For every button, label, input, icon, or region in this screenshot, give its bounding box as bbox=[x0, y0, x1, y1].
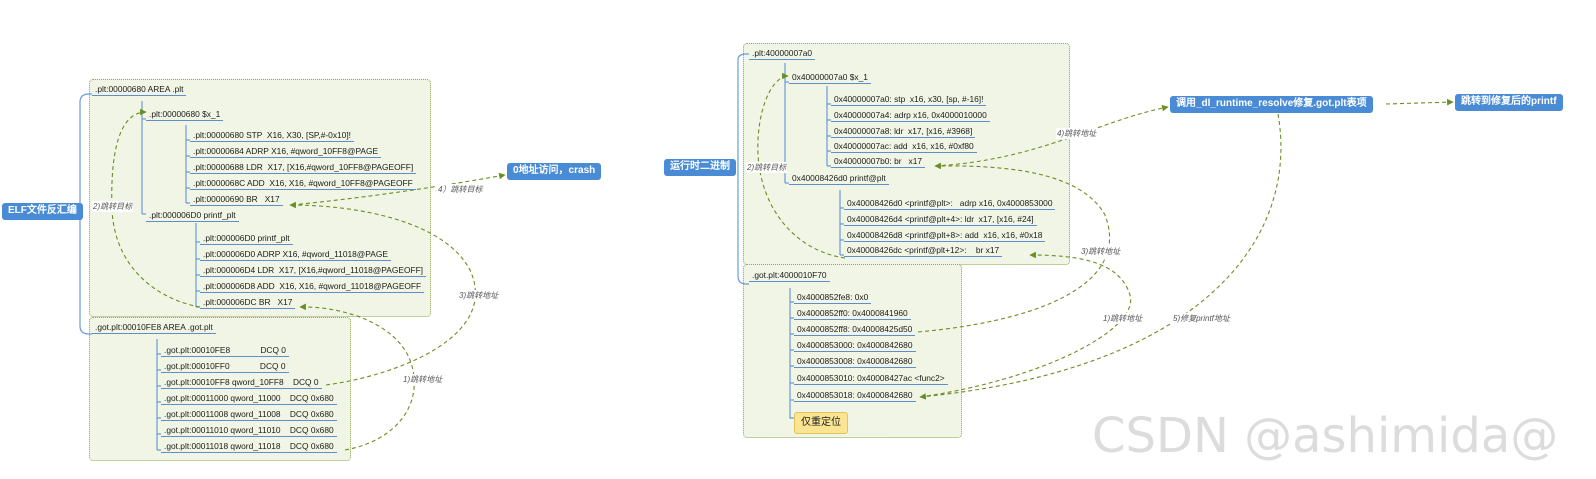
left-x1-item-4: .plt:00000690 BR X17 bbox=[190, 194, 283, 206]
watermark: CSDN @ashimida@ bbox=[1092, 408, 1559, 464]
right-printf-item-2: 0x40008426d8 <printf@plt+8>: add x16, x1… bbox=[844, 230, 1046, 242]
right-got-item-4: 0x4000853008: 0x4000842680 bbox=[794, 356, 916, 368]
left-root-node[interactable]: ELF文件反汇编 bbox=[2, 203, 83, 220]
left-edge-label-3: 3)跳转地址 bbox=[458, 290, 500, 301]
right-got-item-6: 0x4000853018: 0x4000842680 bbox=[794, 390, 916, 402]
jump-to-printf-node[interactable]: 跳转到修复后的printf bbox=[1455, 94, 1563, 111]
left-printf-item-4: .plt:000006DC BR X17 bbox=[200, 297, 296, 309]
left-got-header: .got.plt:00010FE8 AREA .got.plt bbox=[92, 322, 216, 334]
left-got-item-2: .got.plt:00010FF8 qword_10FF8 DCQ 0 bbox=[161, 377, 322, 389]
right-edge-label-4: 4)跳转地址 bbox=[1056, 128, 1098, 139]
right-x1-item-3: 0x40000007ac: add x16, x16, #0xf80 bbox=[831, 141, 977, 153]
left-x1-item-2: .plt:00000688 LDR X17, [X16,#qword_10FF8… bbox=[190, 162, 417, 174]
left-x1-header: .plt:00000680 $x_1 bbox=[146, 109, 224, 121]
left-crash-node[interactable]: 0地址访问，crash bbox=[507, 163, 602, 180]
left-plt-header: .plt:00000680 AREA .plt bbox=[92, 84, 187, 96]
left-got-item-4: .got.plt:00011008 qword_11008 DCQ 0x680 bbox=[161, 409, 337, 421]
left-printf-item-2: .plt:000006D4 LDR X17, [X16,#qword_11018… bbox=[200, 265, 427, 277]
left-got-item-6: .got.plt:00011018 qword_11018 DCQ 0x680 bbox=[161, 441, 337, 453]
right-got-item-2: 0x4000852ff8: 0x40008425d50 bbox=[794, 324, 916, 336]
left-printf-item-1: .plt:000006D0 ADRP X16, #qword_11018@PAG… bbox=[200, 249, 391, 261]
left-printf-header: .plt:000006D0 printf_plt bbox=[146, 210, 239, 222]
left-x1-item-3: .plt:0000068C ADD X16, X16, #qword_10FF8… bbox=[190, 178, 416, 190]
left-got-item-3: .got.plt:00011000 qword_11000 DCQ 0x680 bbox=[161, 393, 337, 405]
right-printf-item-0: 0x40008426d0 <printf@plt>: adrp x16, 0x4… bbox=[844, 198, 1056, 210]
left-x1-item-0: .plt:00000680 STP X16, X30, [SP,#-0x10]! bbox=[190, 130, 354, 142]
left-got-item-0: .got.plt:00010FE8 DCQ 0 bbox=[161, 345, 289, 357]
right-x1-item-1: 0x40000007a4: adrp x16, 0x4000010000 bbox=[831, 110, 990, 122]
right-got-item-3: 0x4000853000: 0x4000842680 bbox=[794, 340, 916, 352]
right-x1-header: 0x40000007a0 $x_1 bbox=[789, 72, 871, 84]
right-printf-item-1: 0x40008426d4 <printf@plt+4>: ldr x17, [x… bbox=[844, 214, 1037, 226]
right-printf-item-3: 0x40008426dc <printf@plt+12>: br x17 bbox=[844, 245, 1003, 257]
right-got-header: .got.plt:4000010F70 bbox=[749, 270, 830, 282]
right-plt-header: .plt:40000007a0 bbox=[749, 48, 816, 60]
right-x1-item-2: 0x40000007a8: ldr x17, [x16, #3968] bbox=[831, 126, 976, 138]
left-x1-item-1: .plt:00000684 ADRP X16, #qword_10FF8@PAG… bbox=[190, 146, 382, 158]
left-edge-label-4: 4）跳转目标 bbox=[437, 184, 484, 195]
right-edge-label-1: 1)跳转地址 bbox=[1102, 313, 1144, 324]
left-edge-label-1: 1)跳转地址 bbox=[402, 374, 444, 385]
resolve-node[interactable]: 调用_dl_runtime_resolve修复.got.plt表项 bbox=[1170, 96, 1373, 113]
right-root-node[interactable]: 运行时二进制 bbox=[664, 159, 736, 176]
left-got-boundary bbox=[89, 317, 351, 461]
left-got-item-1: .got.plt:00010FF0 DCQ 0 bbox=[161, 361, 289, 373]
right-got-item-0: 0x4000852fe8: 0x0 bbox=[794, 292, 872, 304]
right-edge-label-2: 2)跳转目标 bbox=[746, 162, 788, 173]
right-edge-label-5: 5)修复printf地址 bbox=[1172, 313, 1231, 324]
right-got-item-1: 0x4000852ff0: 0x4000841960 bbox=[794, 308, 911, 320]
right-edge-label-3: 3)跳转地址 bbox=[1080, 246, 1122, 257]
right-got-item-5: 0x4000853010: 0x40008427ac <func2> bbox=[794, 373, 948, 385]
left-edge-label-2: 2)跳转目标 bbox=[92, 201, 134, 212]
right-x1-item-4: 0x40000007b0: br x17 bbox=[831, 156, 926, 168]
left-printf-item-3: .plt:000006D8 ADD X16, X16, #qword_11018… bbox=[200, 281, 425, 293]
left-printf-item-0: .plt:000006D0 printf_plt bbox=[200, 233, 293, 245]
relocation-only-note[interactable]: 仅重定位 bbox=[794, 412, 848, 434]
right-x1-item-0: 0x40000007a0: stp x16, x30, [sp, #-16]! bbox=[831, 94, 987, 106]
left-got-item-5: .got.plt:00011010 qword_11010 DCQ 0x680 bbox=[161, 425, 337, 437]
right-printf-header: 0x40008426d0 printf@plt bbox=[789, 173, 889, 185]
